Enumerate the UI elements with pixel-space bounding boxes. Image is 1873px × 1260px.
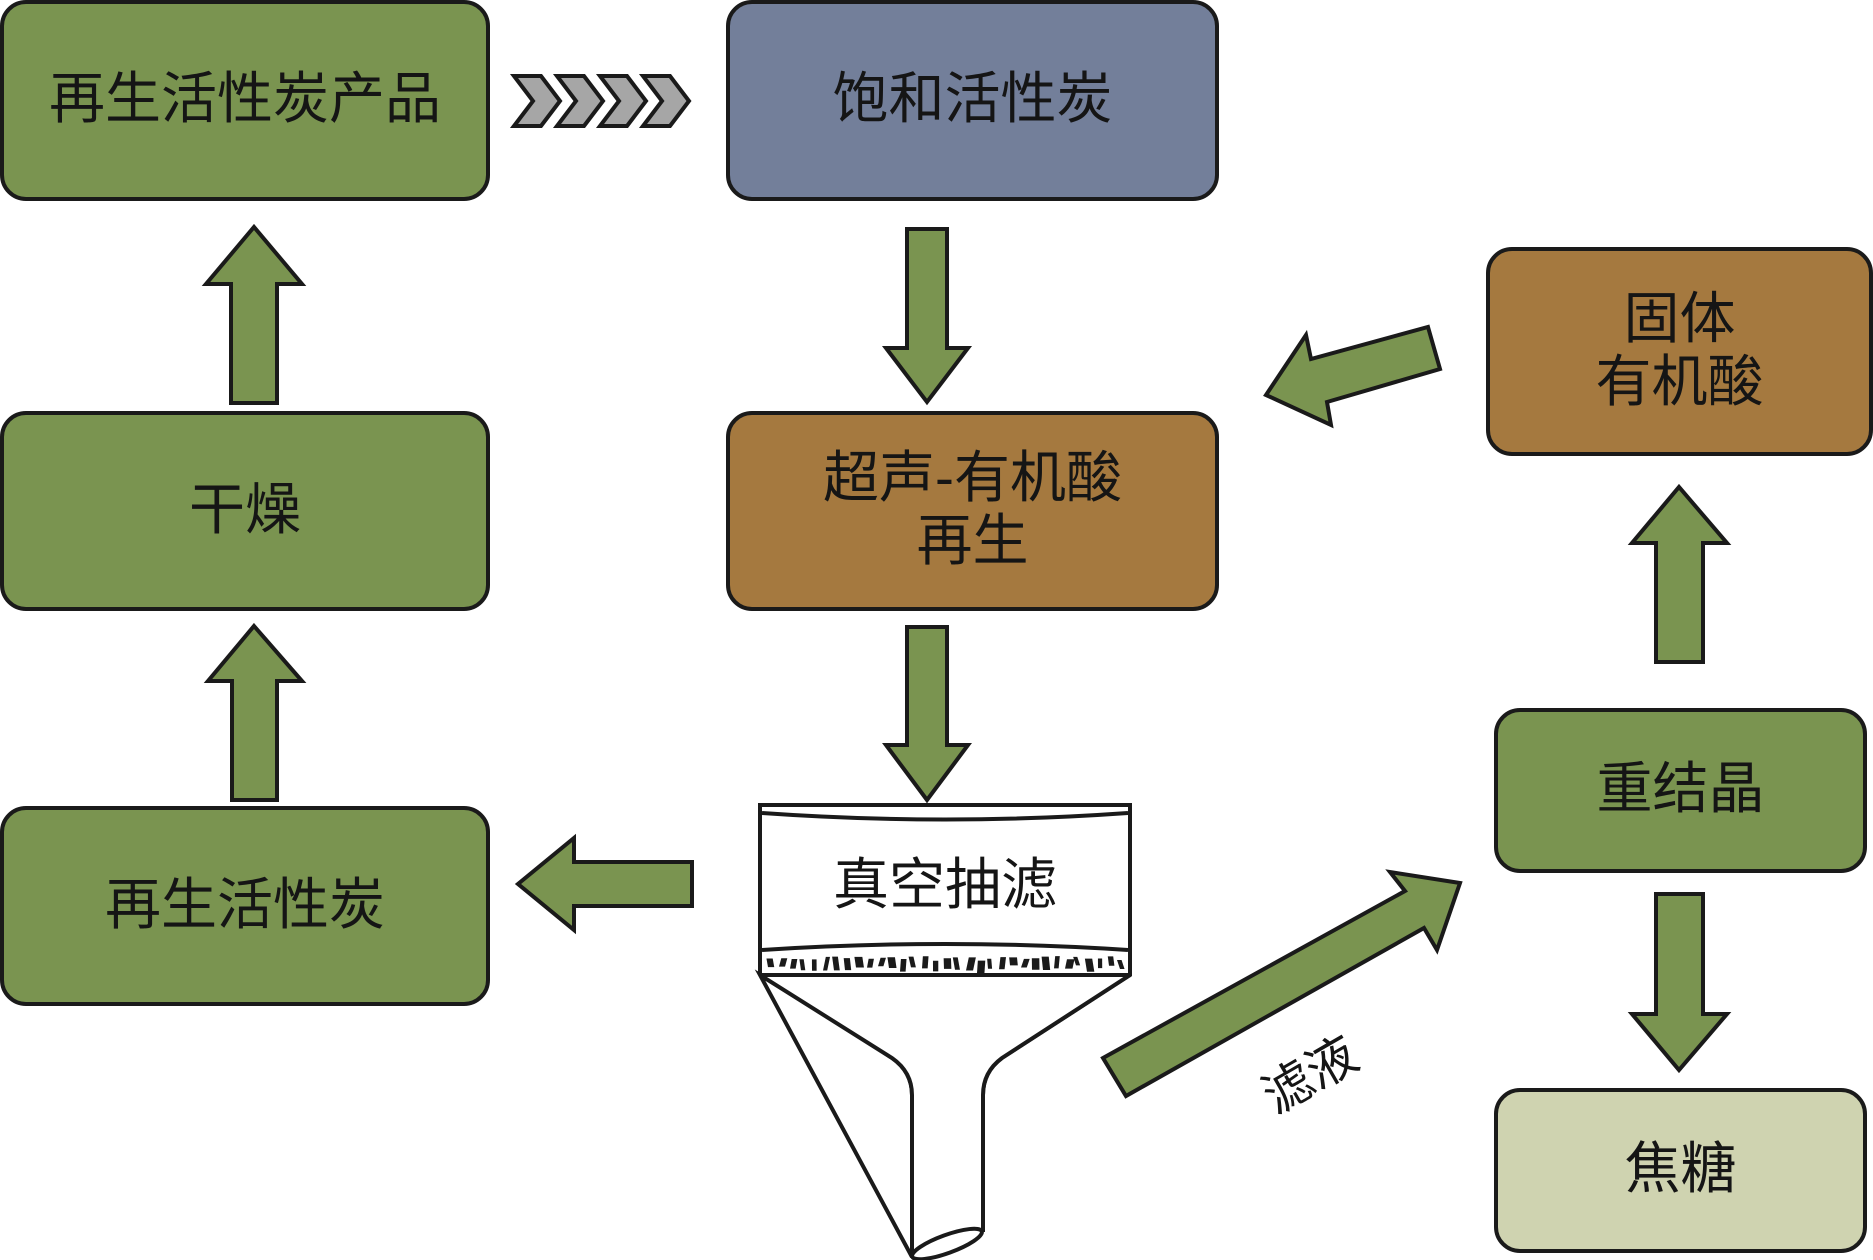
filter-speck: [1117, 959, 1125, 969]
node-saturated-carbon: 饱和活性炭: [726, 0, 1219, 201]
filter-speck: [900, 959, 907, 972]
arrow-down-icon: [881, 227, 973, 406]
filter-speck: [832, 956, 840, 971]
arrow-diagonal-icon: [1100, 869, 1463, 1099]
chevron-icon: [638, 74, 692, 128]
filter-speck: [811, 959, 817, 971]
filter-speck: [1031, 958, 1040, 970]
filter-speck: [1107, 956, 1115, 966]
filter-speck: [790, 958, 798, 969]
filter-speck: [908, 956, 916, 968]
node-label-line1: 固体: [1623, 286, 1736, 352]
filter-speck: [854, 956, 864, 968]
filter-speck: [779, 958, 788, 967]
filter-speck: [1084, 958, 1095, 972]
node-label-line2: 有机酸: [1595, 349, 1764, 415]
node-label-line2: 再生: [916, 509, 1029, 574]
node-label: 再生活性炭: [105, 872, 385, 938]
filter-speck: [823, 956, 831, 971]
arrow-up-icon: [201, 223, 307, 405]
filter-speck: [1097, 958, 1103, 969]
filter-speck: [966, 957, 976, 971]
node-label: 饱和活性炭: [832, 67, 1113, 133]
chevron-icon: [595, 74, 649, 128]
node-label: 焦糖: [1624, 1137, 1737, 1203]
node-label: 干燥: [189, 477, 301, 543]
filter-speck: [932, 960, 939, 972]
filter-speck: [799, 959, 806, 971]
node-recrystallization: 重结晶: [1494, 708, 1867, 873]
filter-speck: [1065, 959, 1075, 969]
chevron-icon: [509, 74, 563, 128]
filter-speck: [943, 958, 952, 969]
arrow-diagonal-icon: [1263, 324, 1443, 429]
node-label-line1: 超声-有机酸: [823, 446, 1122, 512]
filter-speck: [1041, 956, 1051, 971]
node-caramel: 焦糖: [1494, 1088, 1867, 1253]
filter-speck: [1054, 956, 1060, 969]
filter-speck: [1021, 958, 1030, 968]
filter-speck: [887, 957, 897, 969]
filter-speck: [843, 958, 852, 971]
chevron-icon: [552, 74, 606, 128]
arrow-up-icon: [1627, 483, 1732, 664]
filter-speck: [1009, 957, 1018, 966]
filter-speck: [867, 958, 874, 968]
filter-cake-dots: [766, 956, 1125, 974]
arrow-down-icon: [1627, 892, 1732, 1074]
arrow-up-icon: [203, 622, 307, 802]
node-regenerated-carbon: 再生活性炭: [0, 806, 490, 1006]
filter-speck: [987, 958, 993, 969]
filter-speck: [766, 958, 775, 968]
node-regenerated-product: 再生活性炭产品: [0, 0, 490, 201]
filter-speck: [952, 957, 960, 970]
filter-speck: [922, 956, 929, 969]
node-solid-organic-acid: 固体 有机酸: [1486, 247, 1873, 456]
filter-speck: [878, 957, 886, 967]
funnel-icon: [754, 803, 1132, 1260]
node-vacuum-filtration: 真空抽滤: [833, 853, 1057, 918]
node-label: 重结晶: [1596, 757, 1765, 823]
filter-speck: [999, 957, 1006, 970]
node-label: 再生活性炭产品: [49, 67, 441, 133]
chevron-arrow-group: [509, 74, 692, 128]
arrow-down-icon: [882, 625, 972, 804]
filter-speck: [977, 960, 986, 974]
node-ultrasonic-regeneration: 超声-有机酸 再生: [726, 411, 1219, 611]
arrow-left-icon: [514, 833, 694, 935]
filter-speck: [1073, 956, 1081, 966]
node-drying: 干燥: [0, 411, 490, 611]
